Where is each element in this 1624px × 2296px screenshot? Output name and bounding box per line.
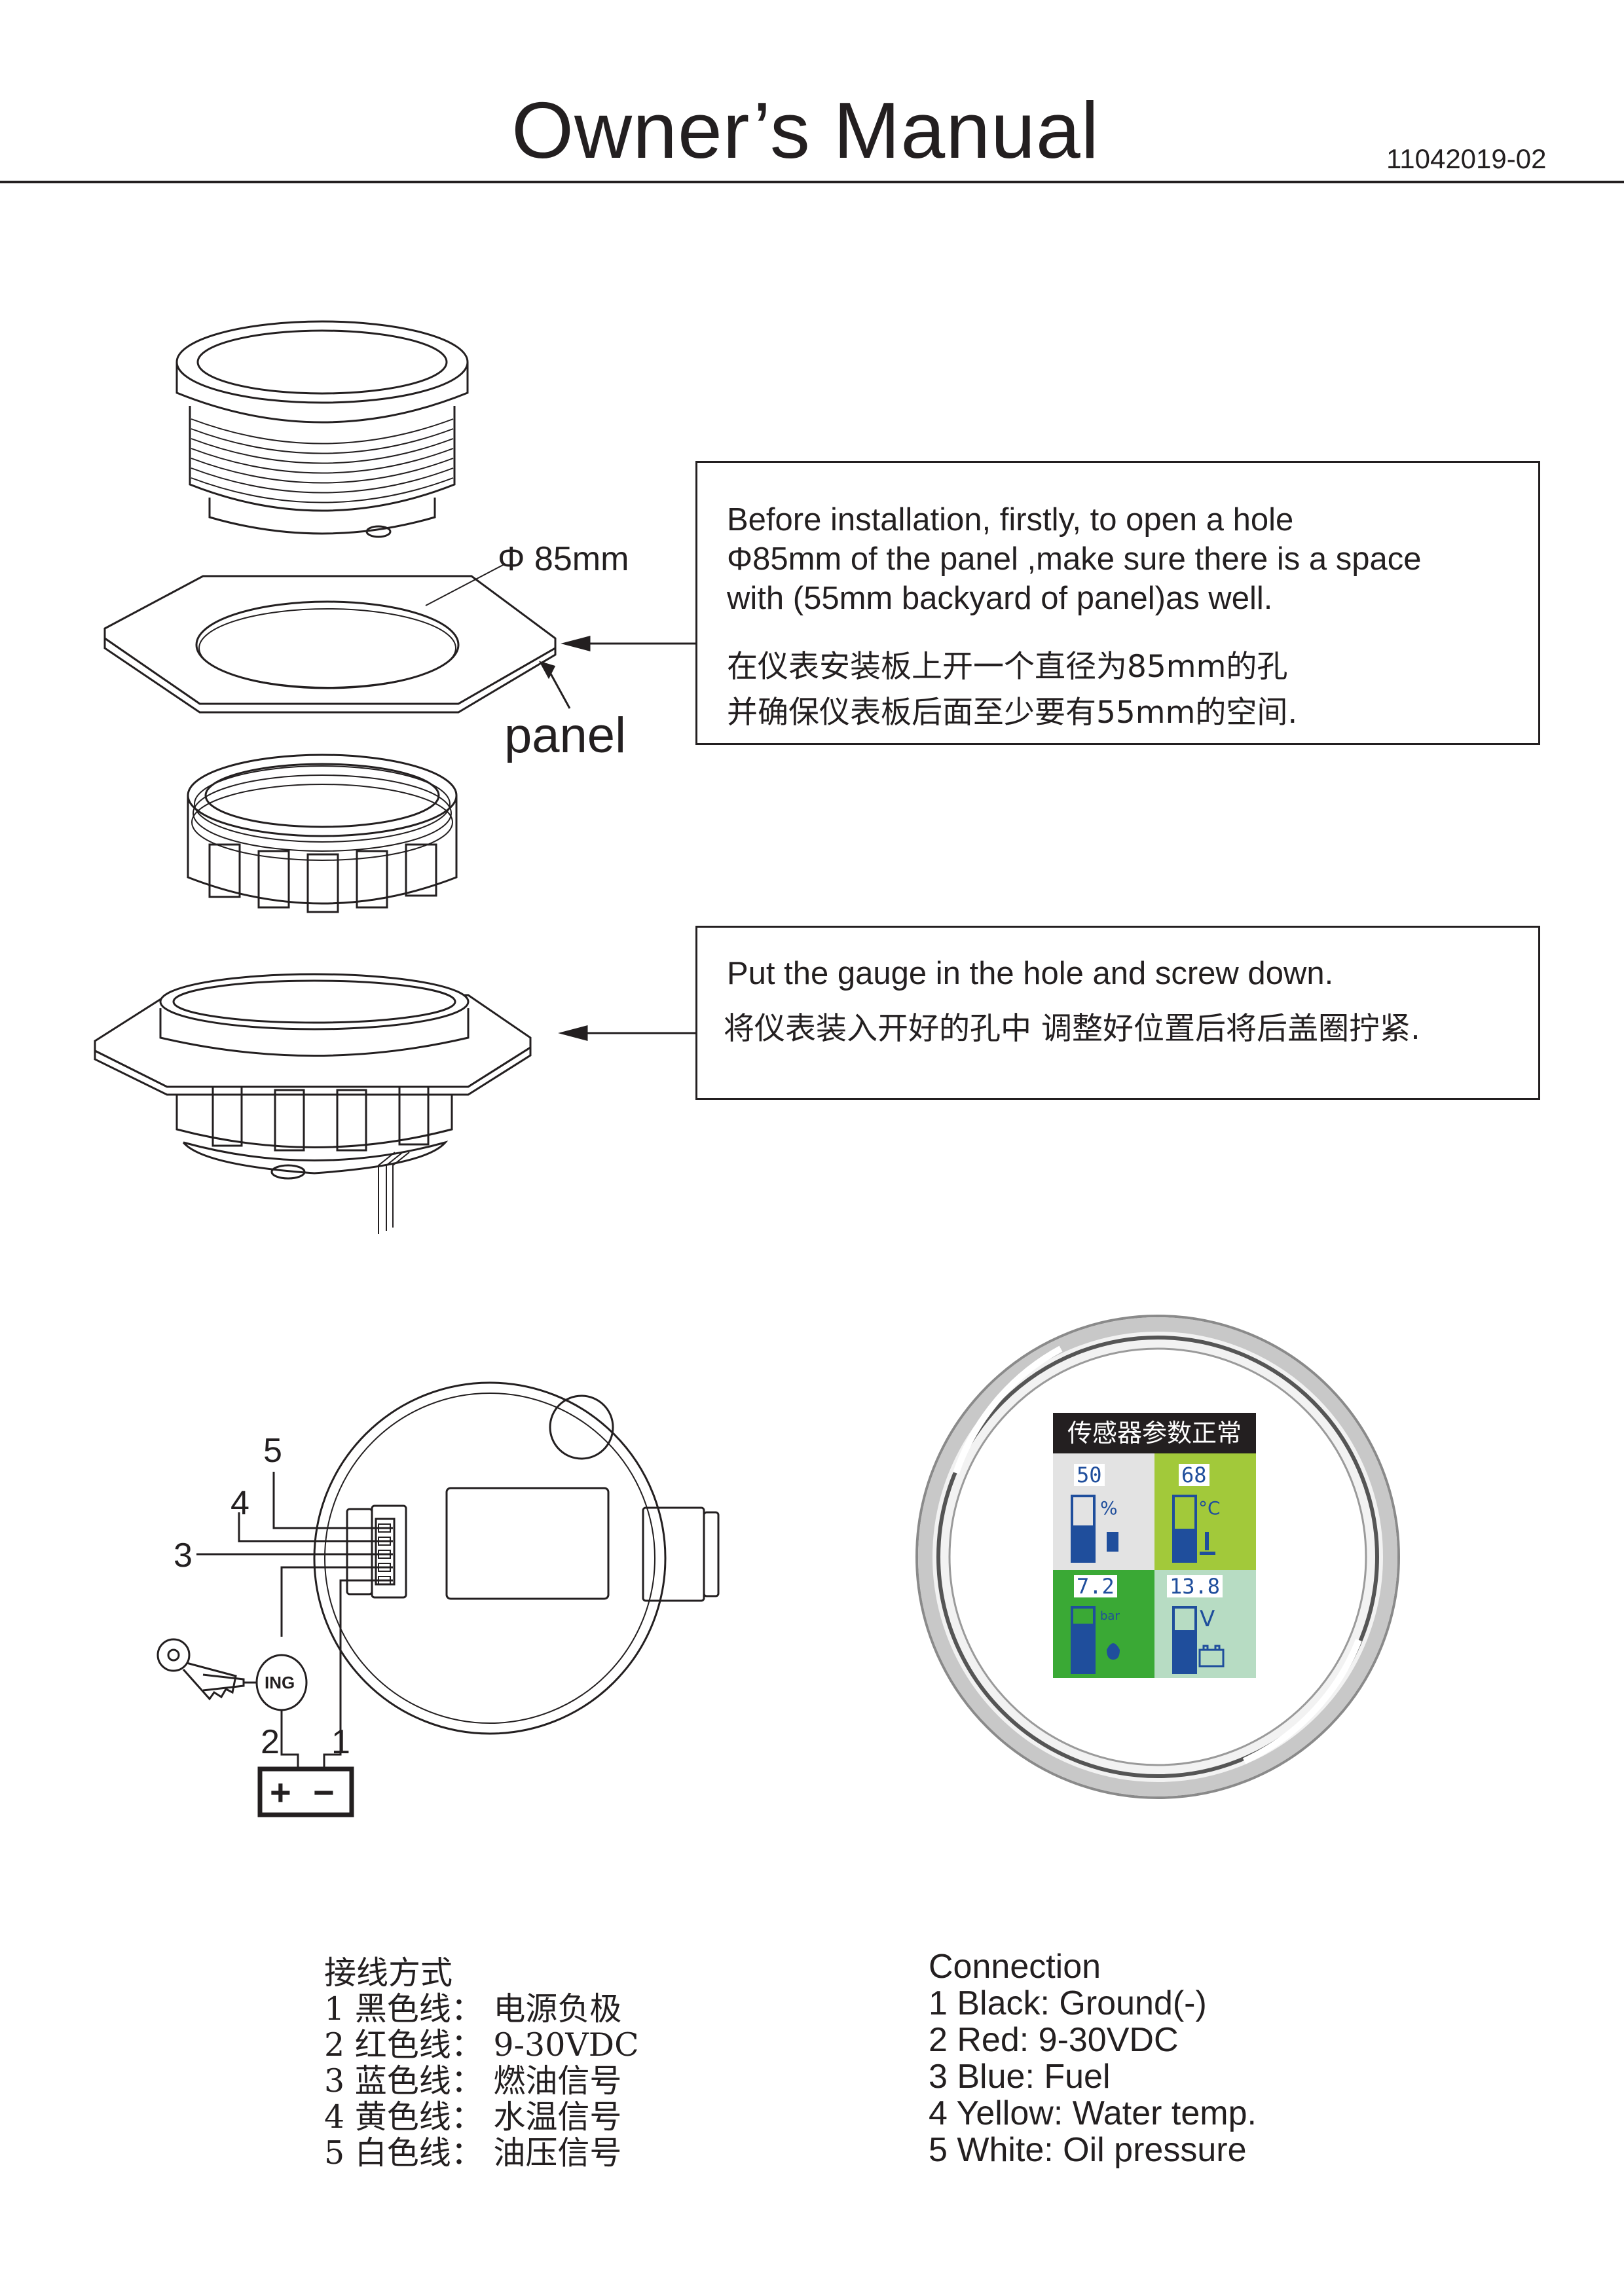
step1-zh-line-1: 在仪表安装板上开一个直径为85mm的孔	[727, 649, 1288, 685]
temp-value: 68	[1179, 1464, 1209, 1486]
panel-plate-illustration	[103, 564, 695, 714]
gauge-back-illustration	[313, 1381, 720, 1735]
wires	[196, 1472, 393, 1768]
connection-en-title: Connection	[929, 1948, 1101, 1986]
connection-zh-title: 接线方式	[324, 1954, 453, 1992]
step2-instruction-box: Put the gauge in the hole and screw down…	[695, 926, 1540, 1100]
connection-en-item: 3 Blue: Fuel	[929, 2058, 1111, 2096]
step1-en-line-2: Φ85mm of the panel ,make sure there is a…	[727, 541, 1422, 577]
gauge-status-text: 传感器参数正常	[1053, 1413, 1256, 1453]
step1-en-line-3: with (55mm backyard of panel)as well.	[727, 581, 1273, 616]
installed-gauge-illustration	[94, 973, 695, 1234]
battery-icon	[257, 1766, 354, 1817]
wire-number-5: 5	[263, 1432, 282, 1470]
wire-number-2: 2	[261, 1723, 280, 1761]
connection-list-zh: 接线方式 1 黑色线： 电源负极 2 红色线： 9-30VDC 3 蓝色线： 燃…	[324, 1955, 639, 2171]
connection-en-item: 2 Red: 9-30VDC	[929, 2021, 1179, 2059]
wire-number-1: 1	[331, 1723, 350, 1761]
connection-zh-item: 3 蓝色线： 燃油信号	[324, 2062, 622, 2100]
connection-zh-item: 2 红色线： 9-30VDC	[324, 2026, 639, 2064]
ignition-switch	[157, 1638, 308, 1711]
oil-can-icon	[1107, 1643, 1120, 1660]
step1-instruction-box: Before installation, firstly, to open a …	[695, 461, 1540, 745]
wire-number-4: 4	[231, 1484, 249, 1522]
battery-small-icon	[1198, 1645, 1225, 1667]
ignition-label: ING	[265, 1673, 295, 1692]
battery-plus: +	[270, 1772, 291, 1813]
header-rule	[0, 181, 1624, 183]
volt-value: 13.8	[1167, 1575, 1223, 1597]
volt-unit: V	[1200, 1606, 1215, 1632]
battery-minus: −	[313, 1772, 335, 1813]
connection-list-en: Connection 1 Black: Ground(-) 2 Red: 9-3…	[929, 1948, 1257, 2168]
volt-level-bar	[1173, 1630, 1196, 1673]
connection-en-item: 1 Black: Ground(-)	[929, 1984, 1207, 2022]
hole-diameter-label: Φ 85mm	[498, 540, 629, 578]
gauge-body-illustration	[175, 320, 469, 538]
step1-en-line-1: Before installation, firstly, to open a …	[727, 502, 1294, 538]
step2-zh-line: 将仪表装入开好的孔中 调整好位置后将后盖圈拧紧.	[724, 1011, 1420, 1047]
step1-zh-line-2: 并确保仪表板后面至少要有55mm的空间.	[727, 695, 1298, 731]
connection-en-item: 4 Yellow: Water temp.	[929, 2094, 1257, 2132]
document-code: 11042019-02	[1386, 143, 1547, 174]
connection-en-item: 5 White: Oil pressure	[929, 2131, 1247, 2169]
fuel-value: 50	[1074, 1464, 1105, 1486]
oil-unit: bar	[1100, 1609, 1120, 1623]
fuel-unit: %	[1100, 1497, 1118, 1519]
fuel-level-bar	[1072, 1525, 1094, 1561]
oil-value: 7.2	[1074, 1575, 1117, 1597]
oil-level-bar	[1072, 1624, 1094, 1673]
connection-zh-item: 4 黄色线： 水温信号	[324, 2098, 622, 2136]
temp-level-bar	[1173, 1529, 1196, 1561]
panel-label: panel	[504, 708, 626, 763]
page-title: Owner’s Manual	[511, 86, 1099, 175]
step2-en-line: Put the gauge in the hole and screw down…	[727, 956, 1334, 991]
thermometer-icon	[1200, 1532, 1215, 1555]
connection-zh-item: 5 白色线： 油压信号	[324, 2134, 622, 2172]
wire-number-3: 3	[174, 1537, 193, 1575]
back-nut-illustration	[187, 754, 458, 913]
temp-unit: °C	[1198, 1497, 1221, 1519]
fuel-pump-icon	[1107, 1532, 1118, 1552]
connection-zh-item: 1 黑色线： 电源负极	[324, 1990, 622, 2028]
